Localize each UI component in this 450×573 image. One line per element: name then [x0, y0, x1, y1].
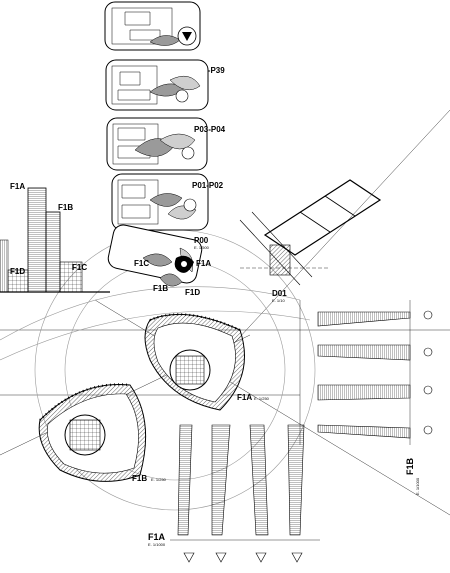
elevation-label-f1c: F1C — [72, 263, 87, 272]
horizontal-sections — [299, 300, 433, 445]
floor-label-f1a-code: F1A — [237, 393, 252, 402]
floor-label-f1a-scale: E. 1/250 — [254, 396, 270, 401]
plan-label-p01-p02: P01-P02 — [192, 181, 224, 190]
floor-plan-f1b — [38, 383, 147, 482]
plan-p11-p39 — [104, 1, 201, 51]
floor-label-f1b-code: F1B — [132, 474, 147, 483]
plan-label-p03-p04: P03-P04 — [194, 125, 226, 134]
plan-label-p00: P00 — [194, 236, 209, 245]
site-label-f1b: F1B — [153, 284, 168, 293]
detail-d01 — [239, 179, 382, 286]
section-label-bottom-scale: E. 1/1000 — [148, 542, 166, 547]
plan-scale-p00: E. 1/500 — [194, 245, 210, 250]
plan-label-p11-p39: P11-P39 — [194, 66, 225, 75]
section-label-right-scale: E. 1/1000 — [415, 477, 420, 495]
plan-p03-p04 — [106, 117, 208, 171]
site-label-f1d: F1D — [185, 288, 200, 297]
detail-label-code: D01 — [272, 289, 287, 298]
plan-p03-p04-upper — [105, 59, 209, 111]
site-key-diagram — [142, 247, 194, 287]
detail-label-scale: E. 1/10 — [272, 298, 285, 303]
floor-plan-f1a — [144, 313, 245, 411]
site-label-f1c: F1C — [134, 259, 149, 268]
section-label-right-code: F1B — [405, 457, 415, 475]
vertical-sections — [170, 424, 320, 563]
site-label-f1a: F1A — [196, 259, 211, 268]
elevation-label-f1b: F1B — [58, 203, 73, 212]
tower-elevation — [0, 187, 110, 293]
elevation-label-f1a: F1A — [10, 182, 25, 191]
elevation-label-f1d: F1D — [10, 267, 25, 276]
floor-label-f1b-scale: E. 1/250 — [151, 477, 167, 482]
plan-p01-p02 — [111, 173, 209, 231]
section-label-bottom-code: F1A — [148, 532, 166, 542]
